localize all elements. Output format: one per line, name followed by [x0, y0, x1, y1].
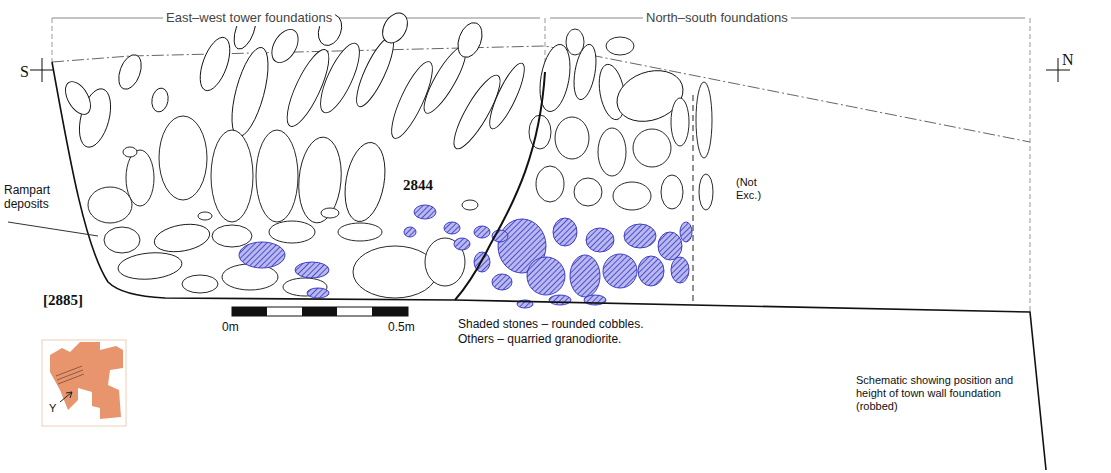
granodiorite-stone	[462, 200, 478, 210]
granodiorite-stone	[88, 187, 132, 223]
granodiorite-stone	[114, 52, 145, 93]
granodiorite-stone	[182, 275, 218, 293]
granodiorite-stone	[350, 33, 400, 110]
granodiorite-stone	[566, 29, 584, 55]
cobble-stone	[527, 257, 565, 295]
granodiorite-stone	[194, 34, 236, 95]
cobble-stone	[638, 256, 664, 286]
granodiorite-stone	[198, 212, 212, 220]
cobble-stone	[404, 227, 416, 237]
leader-line	[8, 222, 98, 236]
cobble-stone	[624, 224, 656, 248]
key-note: Shaded stones – rounded cobbles.	[458, 317, 643, 331]
key-note: Others – quarried granodiorite.	[458, 332, 621, 346]
extent-line	[52, 18, 53, 62]
granodiorite-stone	[295, 135, 344, 224]
granodiorite-stone	[321, 208, 339, 218]
cobble-stone	[680, 222, 692, 242]
deposit-label: Rampart deposits	[4, 183, 60, 212]
granodiorite-stone	[222, 264, 278, 290]
cobble-stone	[414, 205, 436, 219]
granodiorite-stone	[266, 25, 303, 67]
scale-bar	[232, 307, 267, 316]
granodiorite-stone	[256, 130, 298, 222]
extent-line	[1030, 18, 1031, 312]
granodiorite-stone	[225, 44, 276, 140]
scale-label: 0.5m	[388, 320, 415, 334]
granodiorite-stone	[377, 9, 412, 48]
context-number: 2844	[400, 176, 436, 194]
granodiorite-stone	[536, 166, 564, 202]
scale-label: 0m	[222, 320, 239, 334]
scale-bar	[372, 307, 408, 316]
site-plan	[50, 342, 123, 419]
granodiorite-stone	[633, 129, 671, 167]
granodiorite-stone	[159, 116, 207, 200]
cut-outline	[455, 72, 545, 300]
inset-frame	[42, 340, 126, 426]
section-heading: East–west tower foundations	[163, 10, 335, 26]
cobble-stone	[570, 255, 600, 297]
section-mark	[56, 366, 84, 384]
cobble-stone	[671, 257, 689, 283]
granodiorite-stone	[598, 128, 626, 176]
granodiorite-stone	[338, 223, 382, 241]
granodiorite-stone	[484, 60, 531, 133]
granodiorite-stone	[211, 130, 253, 222]
excavation-limit	[693, 95, 694, 305]
cobble-stone	[549, 295, 571, 305]
granodiorite-stone	[123, 147, 137, 157]
granodiorite-stone	[152, 220, 212, 255]
granodiorite-stone	[661, 175, 683, 209]
granodiorite-stone	[212, 225, 252, 247]
granodiorite-stone	[574, 178, 602, 206]
section-point	[30, 58, 54, 82]
granodiorite-stone	[454, 19, 487, 60]
granodiorite-stone	[696, 82, 712, 158]
view-arrow	[60, 392, 72, 402]
granodiorite-stone	[613, 182, 651, 210]
granodiorite-stone	[117, 250, 183, 281]
cobble-stone	[553, 218, 577, 246]
cobble-stone	[474, 226, 490, 238]
granodiorite-stone	[606, 37, 634, 55]
note-label: Schematic showing position and height of…	[856, 374, 1042, 414]
cobble-stone	[307, 288, 329, 298]
scale-bar	[232, 307, 408, 316]
granodiorite-stone	[699, 174, 713, 210]
cobble-stone	[492, 274, 512, 290]
cobble-stone	[444, 222, 460, 234]
granodiorite-stone	[353, 246, 437, 298]
context-number: [2885]	[40, 291, 86, 309]
note-label: (Not Exc.)	[736, 176, 780, 202]
orientation-letter: N	[1062, 50, 1074, 69]
granodiorite-stone	[150, 87, 170, 113]
cut-outline	[52, 62, 1046, 470]
map-letter: Y	[49, 402, 56, 415]
section-heading: North–south foundations	[643, 10, 791, 26]
granodiorite-stone	[671, 98, 689, 146]
granodiorite-stone	[555, 117, 589, 159]
granodiorite-stone	[60, 77, 95, 118]
orientation-letter: S	[20, 62, 29, 81]
granodiorite-stone	[104, 227, 140, 253]
cobble-stone	[454, 238, 470, 250]
cobble-stone	[295, 262, 329, 278]
scale-bar	[302, 307, 337, 316]
cobble-stone	[586, 228, 614, 252]
cobble-stone	[239, 242, 285, 268]
granodiorite-stone	[269, 221, 315, 243]
cobble-stone	[658, 232, 682, 260]
granodiorite-stone	[339, 139, 390, 224]
cobble-stone	[603, 254, 637, 288]
